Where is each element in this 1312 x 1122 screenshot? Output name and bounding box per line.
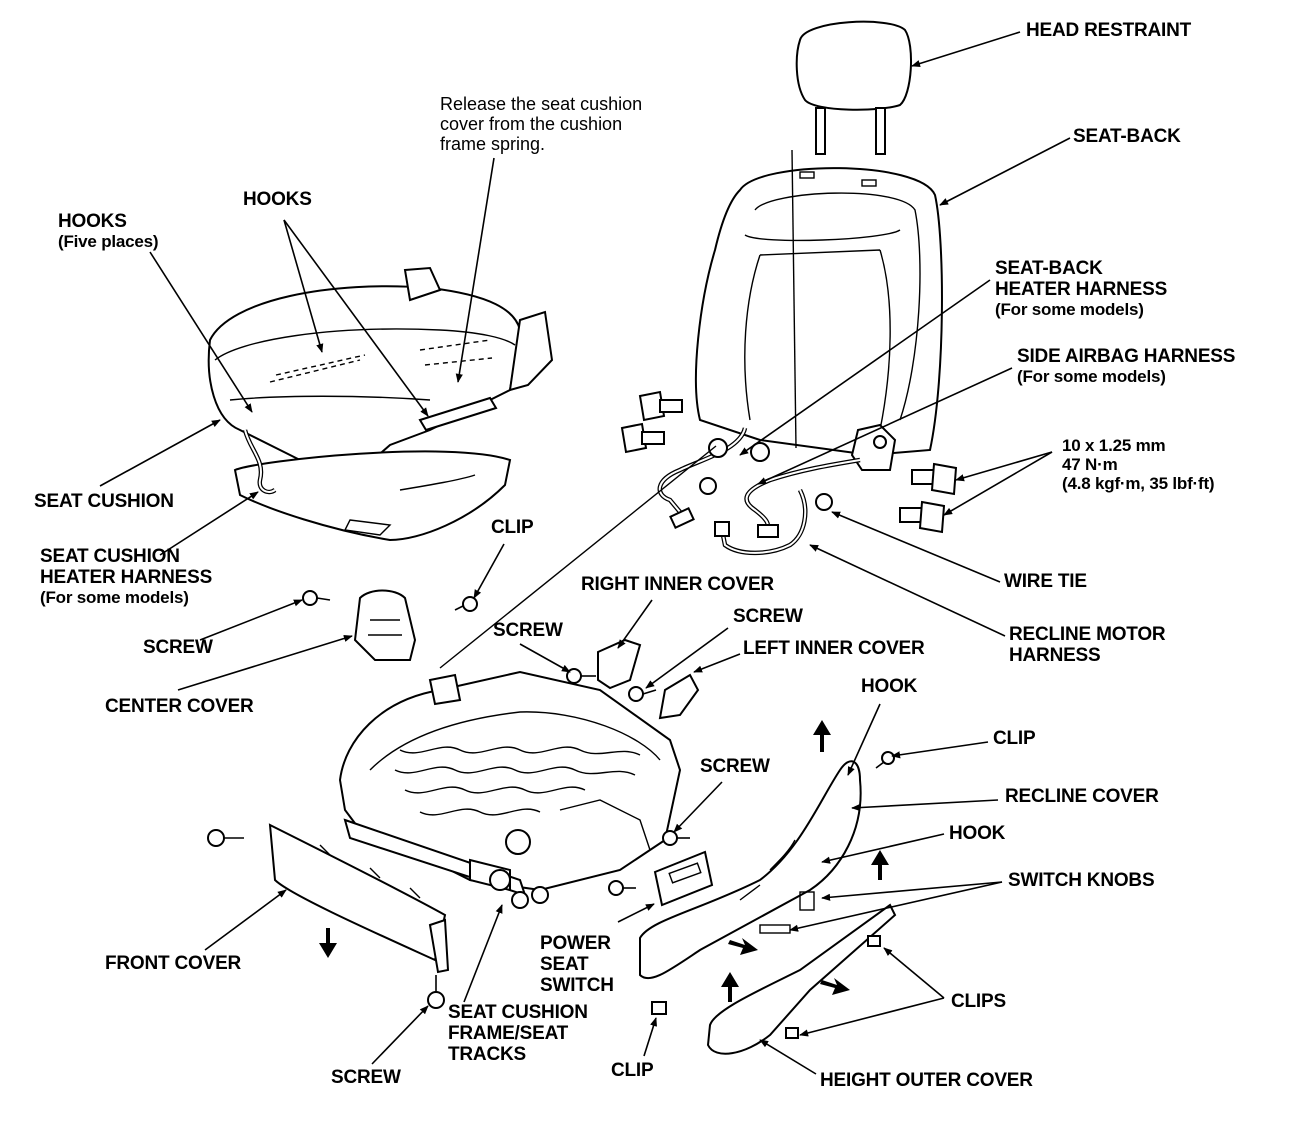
bolt-spec-line-2: 47 N·m [1062,455,1118,474]
seat-cushion-heater-line-2: HEATER HARNESS [40,567,213,588]
side-airbag-sub: (For some models) [1017,367,1166,386]
release-note-line-3: frame spring. [440,134,546,154]
bolt-spec-line-3: (4.8 kgf·m, 35 lbf·ft) [1062,474,1215,493]
seat-back-harness-part [657,423,897,556]
label-seat-cushion-frame-tracks: SEAT CUSHION FRAME/SEAT TRACKS [448,1002,588,1065]
power-seat-line-3: SWITCH [540,975,614,996]
label-clip-top: CLIP [491,517,534,538]
frame-line-3: TRACKS [448,1044,526,1065]
frame-line-2: FRAME/SEAT [448,1023,569,1044]
release-note-line-1: Release the seat cushion [440,94,643,114]
seat-back-heater-line-2: HEATER HARNESS [995,279,1168,300]
label-switch-knobs: SWITCH KNOBS [1008,870,1155,891]
label-seat-back-heater-harness: SEAT-BACK HEATER HARNESS (For some model… [995,258,1167,319]
seat-back-heater-line-1: SEAT-BACK [995,258,1103,279]
fasteners [207,590,895,1015]
seat-cushion-part [207,266,554,542]
recline-motor-line-1: RECLINE MOTOR [1009,624,1166,645]
hooks-five-title: HOOKS [58,211,127,232]
recline-motor-line-2: HARNESS [1009,645,1101,666]
label-center-cover: CENTER COVER [105,696,254,717]
label-release-note: Release the seat cushion cover from the … [440,94,642,154]
power-seat-switch-part [653,850,714,907]
seat-back-heater-sub: (For some models) [995,300,1144,319]
label-seat-cushion-heater-harness: SEAT CUSHION HEATER HARNESS (For some mo… [40,546,212,607]
label-seat-cushion: SEAT CUSHION [34,491,174,512]
frame-line-1: SEAT CUSHION [448,1002,588,1023]
recline-cover-part [639,760,862,980]
label-right-inner-cover: RIGHT INNER COVER [581,574,774,595]
label-head-restraint: HEAD RESTRAINT [1026,20,1192,41]
label-hooks-five-places: HOOKS (Five places) [58,211,159,251]
label-hooks: HOOKS [243,189,312,210]
label-screw-bottom: SCREW [331,1067,401,1088]
label-clips: CLIPS [951,991,1006,1012]
label-screw-power: SCREW [700,756,770,777]
label-screw-mid: SCREW [493,620,563,641]
head-restraint-part [795,20,913,155]
seat-back-bolts-right [899,462,958,534]
label-recline-cover: RECLINE COVER [1005,786,1159,807]
label-height-outer-cover: HEIGHT OUTER COVER [820,1070,1033,1091]
hooks-five-sub: (Five places) [58,232,159,251]
direction-arrows [319,720,889,1002]
release-note-line-2: cover from the cushion [440,114,623,134]
label-clip-bottom: CLIP [611,1060,654,1081]
label-hook-top: HOOK [861,676,918,697]
seat-cushion-frame-part [338,670,682,909]
label-side-airbag-harness: SIDE AIRBAG HARNESS (For some models) [1017,346,1235,386]
label-left-inner-cover: LEFT INNER COVER [743,638,925,659]
front-cover-part [268,823,450,974]
label-seat-back: SEAT-BACK [1073,126,1181,147]
label-front-cover: FRONT COVER [105,953,242,974]
power-seat-line-2: SEAT [540,954,589,975]
label-wire-tie: WIRE TIE [1004,571,1087,592]
bolt-spec-line-1: 10 x 1.25 mm [1062,436,1166,455]
label-clip-right: CLIP [993,728,1036,749]
label-screw-left: SCREW [143,637,213,658]
side-airbag-title: SIDE AIRBAG HARNESS [1017,346,1236,367]
seat-back-part [694,167,943,457]
leader-lines [99,31,1071,1075]
label-power-seat-switch: POWER SEAT SWITCH [540,933,614,996]
label-bolt-spec: 10 x 1.25 mm 47 N·m (4.8 kgf·m, 35 lbf·f… [1062,436,1215,493]
assembly-guide-lines [439,149,797,669]
seat-cushion-heater-line-1: SEAT CUSHION [40,546,180,567]
seat-cushion-heater-sub: (For some models) [40,588,189,607]
seat-back-bolts-left [620,390,683,454]
label-recline-motor-harness: RECLINE MOTOR HARNESS [1009,624,1166,666]
power-seat-line-1: POWER [540,933,611,954]
label-hook-mid: HOOK [949,823,1006,844]
left-inner-cover-part [658,673,700,720]
label-screw-right: SCREW [733,606,803,627]
center-cover-part [353,589,417,661]
